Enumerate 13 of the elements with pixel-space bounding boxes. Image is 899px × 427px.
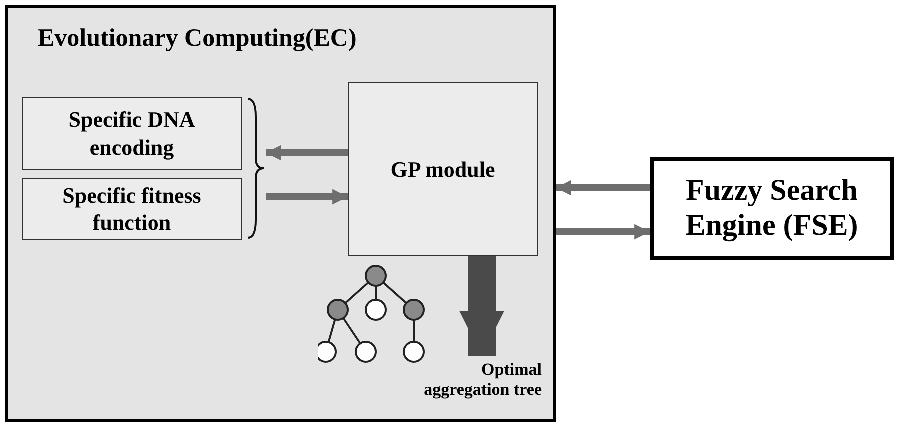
system-panel	[5, 5, 556, 422]
arrow	[460, 256, 504, 356]
process-box: Specific fitness function	[22, 178, 242, 240]
output-label: Optimal aggregation tree	[400, 360, 542, 412]
arrow	[266, 145, 348, 161]
curly-brace	[246, 97, 266, 240]
arrow	[266, 189, 348, 205]
engine-box: Fuzzy Search Engine (FSE)	[650, 157, 894, 260]
panel-title: Evolutionary Computing(EC)	[38, 24, 357, 54]
arrow	[556, 180, 650, 196]
arrow	[556, 224, 650, 240]
module-box: GP module	[348, 82, 538, 256]
process-box: Specific DNA encoding	[22, 97, 242, 170]
